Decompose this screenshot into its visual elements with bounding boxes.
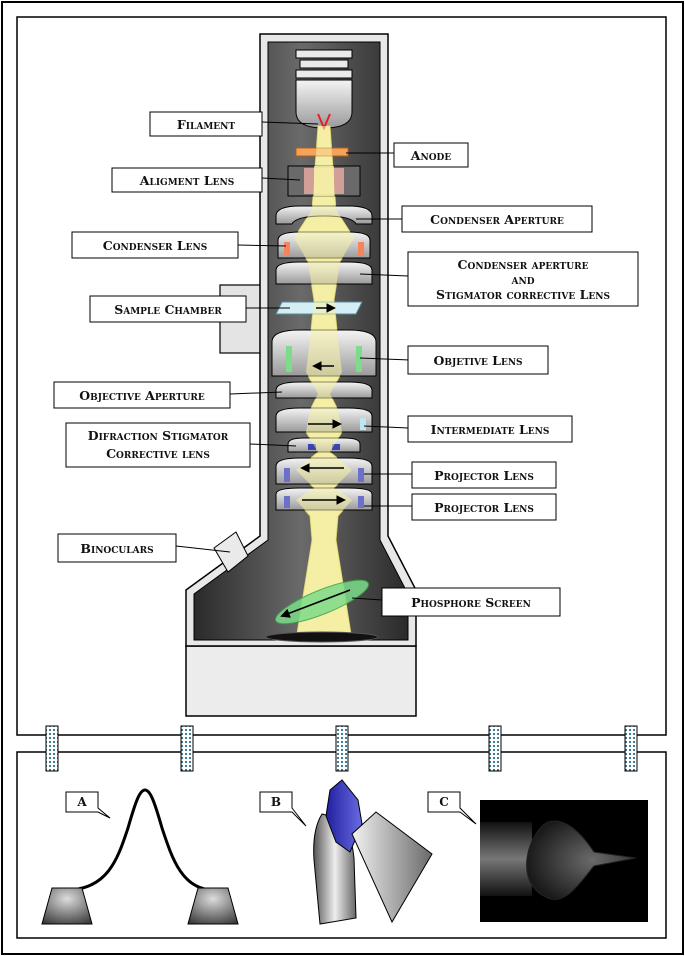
label-phosphore-screen: Phosphore Screen: [411, 595, 531, 610]
label-condenser-aperture-2-line2: and: [510, 272, 534, 287]
label-sample-chamber: Sample Chamber: [114, 302, 222, 317]
label-condenser-aperture: Condenser Aperture: [430, 212, 564, 227]
emitter-bell: [526, 820, 637, 900]
label-objective-aperture: Objective Aperture: [79, 388, 205, 403]
leader-lines: [175, 121, 412, 601]
emitter-tube: [480, 822, 532, 896]
gaussian-curve: [65, 788, 215, 892]
microscope-base: [185, 645, 417, 717]
label-diffraction-line1: Difraction Stigmator: [88, 428, 229, 443]
label-anode: Anode: [410, 148, 452, 163]
panel-b: B: [259, 779, 433, 925]
label-boxes: [53, 111, 639, 617]
panel-connectors: [45, 725, 638, 772]
label-projector-lens-1: Projector Lens: [434, 468, 534, 483]
label-filament: Filament: [177, 117, 235, 132]
label-condenser-aperture-2-line3: Stigmator corrective Lens: [436, 287, 610, 302]
label-intermediate-lens: Intermediate Lens: [431, 422, 550, 437]
label-diffraction-line2: Corrective lens: [106, 446, 210, 461]
panel-c-label: C: [439, 795, 449, 809]
panel-c: C: [427, 791, 648, 922]
label-projector-lens-2: Projector Lens: [434, 500, 534, 515]
column-hole: [265, 631, 379, 643]
label-condenser-aperture-2-line1: Condenser aperture: [458, 257, 589, 272]
label-condenser-lens: Condenser Lens: [103, 238, 207, 253]
foot-left: [41, 887, 93, 925]
electron-gun: [295, 49, 353, 129]
foot-right: [187, 887, 239, 925]
electron-beam-overlay: [294, 126, 354, 640]
label-objective-lens: Objetive Lens: [433, 353, 522, 368]
panel-b-label: B: [271, 795, 281, 809]
panel-a-label: A: [76, 795, 87, 809]
image-arrows: [300, 303, 346, 505]
panel-a: A: [41, 788, 239, 925]
screen-arrow: [280, 589, 351, 618]
binoculars-port: [213, 531, 249, 573]
label-alignment-lens: Aligment Lens: [139, 173, 234, 188]
tip-right: [351, 811, 433, 924]
label-binoculars: Binoculars: [80, 541, 153, 556]
